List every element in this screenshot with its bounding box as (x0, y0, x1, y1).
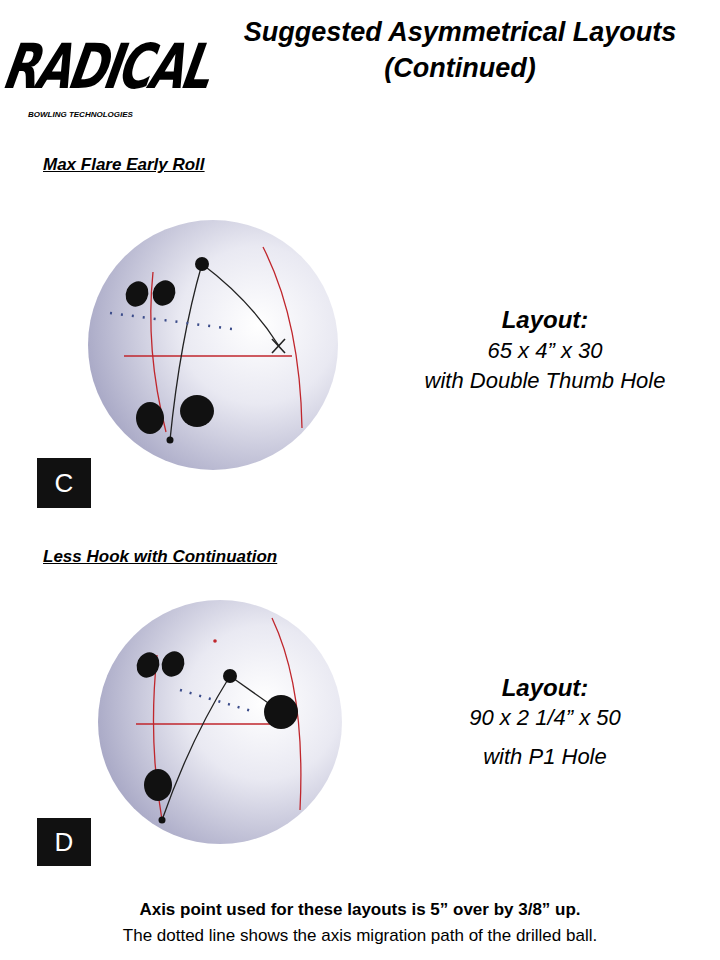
pin (223, 669, 237, 683)
section-letter: C (55, 468, 74, 499)
pin-to-axis-line (202, 264, 279, 346)
page-title: Suggested Asymmetrical Layouts (Continue… (203, 14, 717, 86)
cg-mark (159, 817, 166, 824)
red-mark (213, 639, 217, 643)
layout-note: with P1 Hole (380, 744, 710, 770)
layout-heading: Layout: (380, 674, 710, 703)
horizontal-axis-line (136, 723, 290, 724)
thumb-hole (144, 769, 172, 801)
section-heading: Less Hook with Continuation (43, 547, 363, 567)
ball-c (88, 220, 338, 470)
cg-mark (167, 437, 174, 444)
finger-hole (122, 278, 153, 311)
section-heading: Max Flare Early Roll (43, 155, 343, 175)
layout-heading: Layout: (380, 306, 710, 335)
thumb-hole (180, 395, 214, 427)
layout-spec: 90 x 2 1/4” x 50 (380, 705, 710, 731)
finger-hole (133, 649, 164, 682)
finger-hole (149, 277, 180, 310)
pin (195, 257, 209, 271)
footer-note: Axis point used for these layouts is 5” … (10, 900, 710, 920)
axis-point (272, 339, 285, 353)
brand-logo: RADICAL (0, 30, 216, 105)
ball-d (98, 600, 342, 844)
finger-hole (158, 648, 189, 681)
thumb-hole (136, 402, 164, 434)
footer-note: The dotted line shows the axis migration… (10, 926, 710, 946)
p1-hole (264, 695, 298, 729)
vertical-axis-line (263, 247, 302, 428)
axis-migration-path (110, 313, 240, 330)
layout-spec: 65 x 4” x 30 (380, 338, 710, 364)
axis-point (272, 339, 285, 353)
section-letter: D (55, 827, 74, 858)
ball-surface (98, 600, 342, 844)
layout-note: with Double Thumb Hole (380, 368, 710, 394)
horizontal-axis-line (124, 355, 292, 356)
ball-surface (88, 220, 338, 470)
pin-to-cg-line (162, 676, 230, 820)
axis-migration-path (180, 690, 255, 712)
brand-tagline: BOWLING TECHNOLOGIES (28, 110, 218, 120)
section-letter-box: D (37, 818, 91, 866)
section-letter-box: C (37, 458, 91, 508)
